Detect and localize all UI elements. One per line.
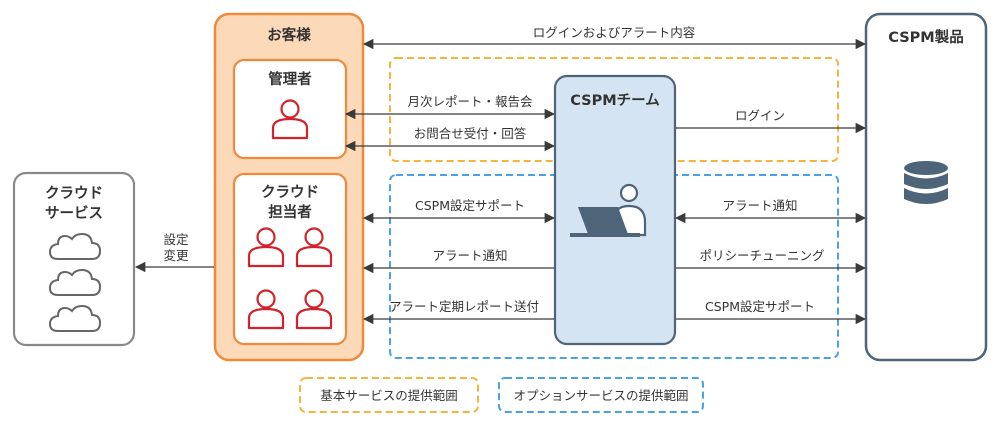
legend-basic-swatch: [299, 377, 479, 413]
cloud-service-title-1: クラウド: [45, 185, 103, 202]
cspm-product-box: CSPM製品: [864, 12, 988, 362]
login-label: ログイン: [735, 108, 785, 123]
arrows: [134, 38, 867, 325]
customer-box: お客様 管理者 クラウド 担当者: [213, 12, 365, 362]
legend: 基本サービスの提供範囲 オプションサービスの提供範囲: [299, 377, 704, 413]
cspm-settings-support-left-label: CSPM設定サポート: [415, 198, 525, 213]
database-icon: [904, 161, 948, 204]
settings-change-label-1: 設定: [163, 232, 188, 247]
laptop-user-icon: [570, 183, 647, 237]
cspm-settings-support-right-label: CSPM設定サポート: [705, 299, 815, 314]
cspm-team-box: CSPMチーム: [553, 74, 677, 346]
alert-notify-right-label: アラート通知: [722, 198, 797, 213]
legend-option-label: オプションサービスの提供範囲: [513, 388, 688, 403]
alert-report-label: アラート定期レポート送付: [389, 299, 539, 314]
admin-title: 管理者: [268, 70, 312, 88]
legend-option-swatch: [498, 377, 704, 413]
monthly-report-label: 月次レポート・報告会: [407, 94, 533, 109]
cloud-staff-title-2: 担当者: [268, 203, 312, 221]
login-and-alert-label: ログインおよびアラート内容: [533, 25, 696, 40]
cloud-service-title-2: サービス: [45, 205, 103, 222]
settings-change-label-2: 変更: [163, 248, 189, 263]
legend-basic-label: 基本サービスの提供範囲: [320, 388, 458, 403]
policy-tuning-label: ポリシーチューニング: [699, 248, 824, 263]
inquiry-label: お問合せ受付・回答: [414, 126, 527, 141]
cloud-service-box: クラウド サービス: [12, 171, 136, 347]
admin-box: 管理者: [232, 58, 348, 160]
cspm-team-title: CSPMチーム: [570, 92, 659, 109]
cspm-product-title: CSPM製品: [888, 28, 963, 46]
cloud-staff-title-1: クラウド: [261, 184, 319, 201]
option-service-range: [389, 174, 839, 359]
alert-notify-left-label: アラート通知: [432, 248, 507, 263]
customer-title: お客様: [267, 26, 311, 44]
cloud-staff-box: クラウド 担当者: [232, 172, 348, 346]
